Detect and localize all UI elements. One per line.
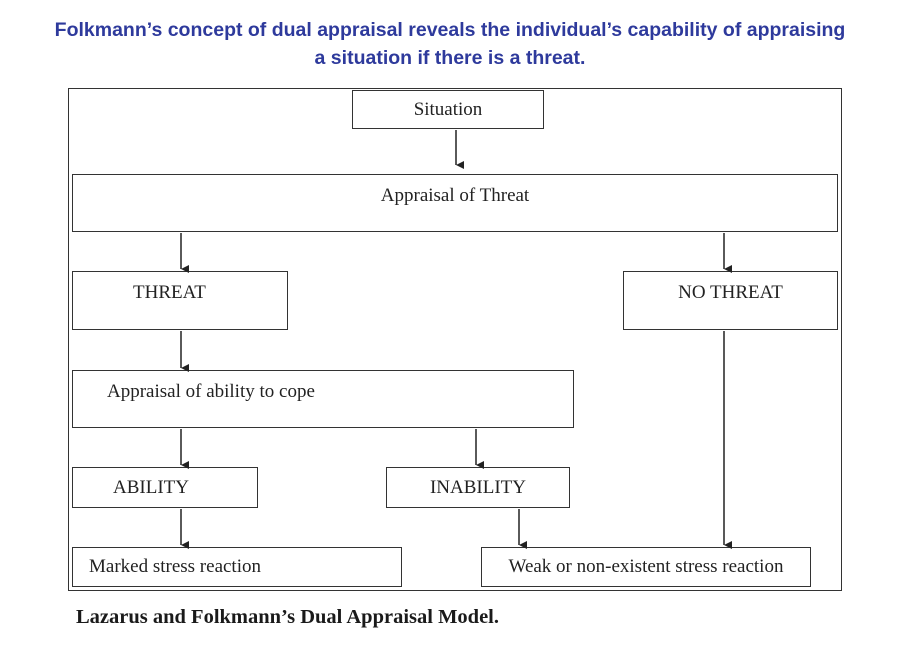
inability-box: INABILITY — [386, 467, 570, 508]
situation-box: Situation — [352, 90, 544, 129]
inability-label: INABILITY — [429, 476, 527, 498]
threat-box: THREAT — [72, 271, 288, 330]
ability-label: ABILITY — [113, 476, 189, 498]
appraisal-of-ability-label: Appraisal of ability to cope — [107, 381, 315, 402]
appraisal-of-threat-box: Appraisal of Threat — [72, 174, 838, 232]
slide-title-line-2: a situation if there is a threat. — [314, 47, 586, 69]
no-threat-label: NO THREAT — [678, 282, 783, 303]
weak-stress-reaction-box: Weak or non-existent stress reaction — [481, 547, 811, 587]
situation-label: Situation — [413, 98, 483, 120]
ability-box: ABILITY — [72, 467, 258, 508]
no-threat-box: NO THREAT — [623, 271, 838, 330]
figure-caption: Lazarus and Folkmann’s Dual Appraisal Mo… — [76, 606, 499, 628]
appraisal-of-ability-box: Appraisal of ability to cope — [72, 370, 574, 428]
slide-title-line-1: Folkmann’s concept of dual appraisal rev… — [54, 19, 846, 41]
marked-stress-reaction-box: Marked stress reaction — [72, 547, 402, 587]
appraisal-of-threat-label: Appraisal of Threat — [380, 185, 530, 206]
marked-stress-reaction-label: Marked stress reaction — [89, 556, 261, 577]
weak-stress-reaction-label: Weak or non-existent stress reaction — [508, 556, 784, 577]
threat-label: THREAT — [133, 282, 206, 303]
slide-title: Folkmann’s concept of dual appraisal rev… — [0, 16, 900, 72]
diagram-frame — [68, 88, 842, 591]
